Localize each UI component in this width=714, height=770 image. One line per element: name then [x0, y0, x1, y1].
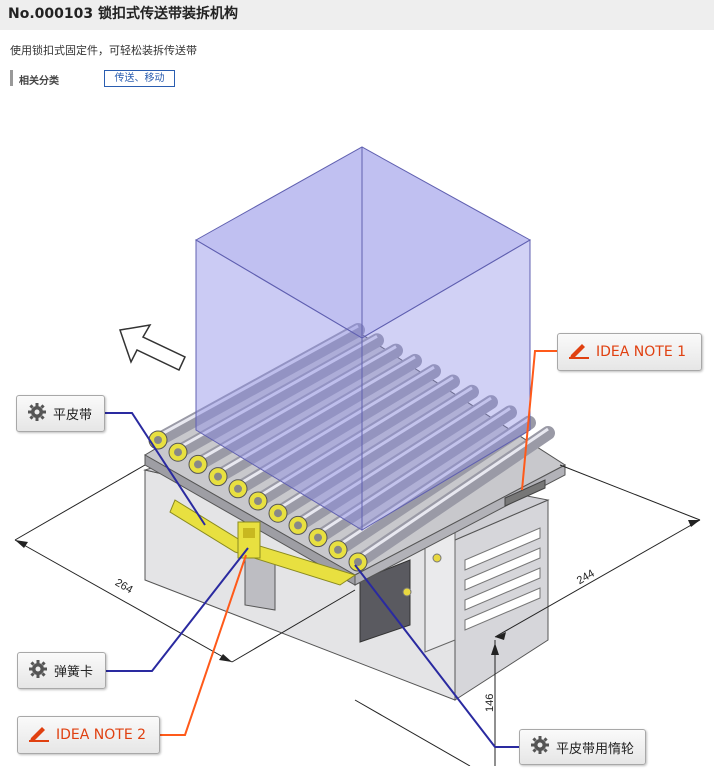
callout-spring-clip[interactable]: 弹簧卡 — [17, 652, 106, 689]
leader-lines-parts — [105, 412, 519, 748]
page-title: No.000103 锁扣式传送带装拆机构 — [8, 6, 238, 22]
roller — [191, 343, 403, 472]
roller — [331, 415, 536, 557]
roller-set — [148, 323, 555, 572]
roller-hub — [274, 509, 282, 518]
gear-icon — [27, 402, 47, 426]
roller — [151, 323, 365, 447]
page-header: No.000103 锁扣式传送带装拆机构 — [0, 0, 714, 30]
roller-hub — [194, 460, 202, 469]
roller — [251, 374, 460, 508]
dimension-264-label: 264 — [113, 577, 135, 597]
roller-hub — [334, 545, 342, 554]
roller-highlight — [357, 427, 549, 560]
roller — [211, 353, 422, 484]
roller-hub — [314, 533, 322, 542]
gear-icon — [28, 659, 48, 683]
roller-highlight — [297, 396, 492, 523]
roller — [271, 384, 479, 521]
pencil-icon — [568, 341, 590, 363]
roller-highlight — [257, 376, 454, 499]
roller-highlight — [317, 407, 511, 535]
roller-hub — [154, 436, 162, 444]
roller-hub — [234, 484, 242, 493]
category-tag-link[interactable]: 传送、移动 — [104, 70, 175, 87]
pencil-icon — [28, 724, 50, 746]
callout-flat-belt[interactable]: 平皮带 — [16, 395, 105, 432]
callout-flat-belt-label: 平皮带 — [53, 408, 93, 423]
dimension-146-label: 146 — [484, 694, 496, 712]
dimension-244-label: 244 — [575, 567, 597, 587]
roller-hub — [294, 521, 302, 530]
mechanism-diagram: 264 244 146 — [0, 95, 714, 767]
roller-hub — [174, 448, 182, 457]
callout-idea-note-2-label: IDEA NOTE 2 — [56, 727, 147, 743]
callout-idea-note-1-label: IDEA NOTE 1 — [596, 344, 687, 360]
roller-hub — [214, 472, 222, 481]
roller-highlight — [217, 355, 416, 474]
roller-highlight — [237, 365, 435, 487]
roller-hub — [354, 558, 362, 566]
roller — [351, 426, 555, 569]
gear-icon — [530, 735, 550, 759]
category-marker — [10, 70, 13, 86]
page-description: 使用锁扣式固定件，可轻松装拆传送带 — [10, 44, 197, 57]
roller-highlight — [177, 334, 378, 450]
callout-flat-belt-idler-label: 平皮带用惰轮 — [556, 741, 635, 757]
roller — [311, 405, 517, 545]
category-label: 相关分类 — [19, 76, 59, 87]
callout-idea-note-1[interactable]: IDEA NOTE 1 — [557, 333, 702, 371]
dimension-arrows — [15, 520, 700, 662]
roller — [231, 364, 441, 496]
roller-highlight — [197, 345, 397, 462]
roller-hub — [254, 497, 262, 505]
callout-flat-belt-idler[interactable]: 平皮带用惰轮 — [519, 729, 646, 765]
callout-spring-clip-label: 弹簧卡 — [54, 665, 94, 680]
idea-note-1-slot — [504, 479, 546, 507]
direction-arrow-icon — [119, 323, 186, 372]
roller-highlight — [277, 386, 473, 511]
roller-highlight — [337, 417, 530, 548]
leader-lines-ideas — [160, 350, 557, 736]
callout-idea-note-2[interactable]: IDEA NOTE 2 — [17, 716, 160, 754]
dimension-lines — [14, 464, 701, 767]
roller — [171, 333, 384, 460]
roller — [291, 395, 498, 533]
transparent-load-box — [194, 146, 532, 531]
roller-highlight — [157, 324, 359, 438]
spring-clip — [237, 521, 261, 559]
